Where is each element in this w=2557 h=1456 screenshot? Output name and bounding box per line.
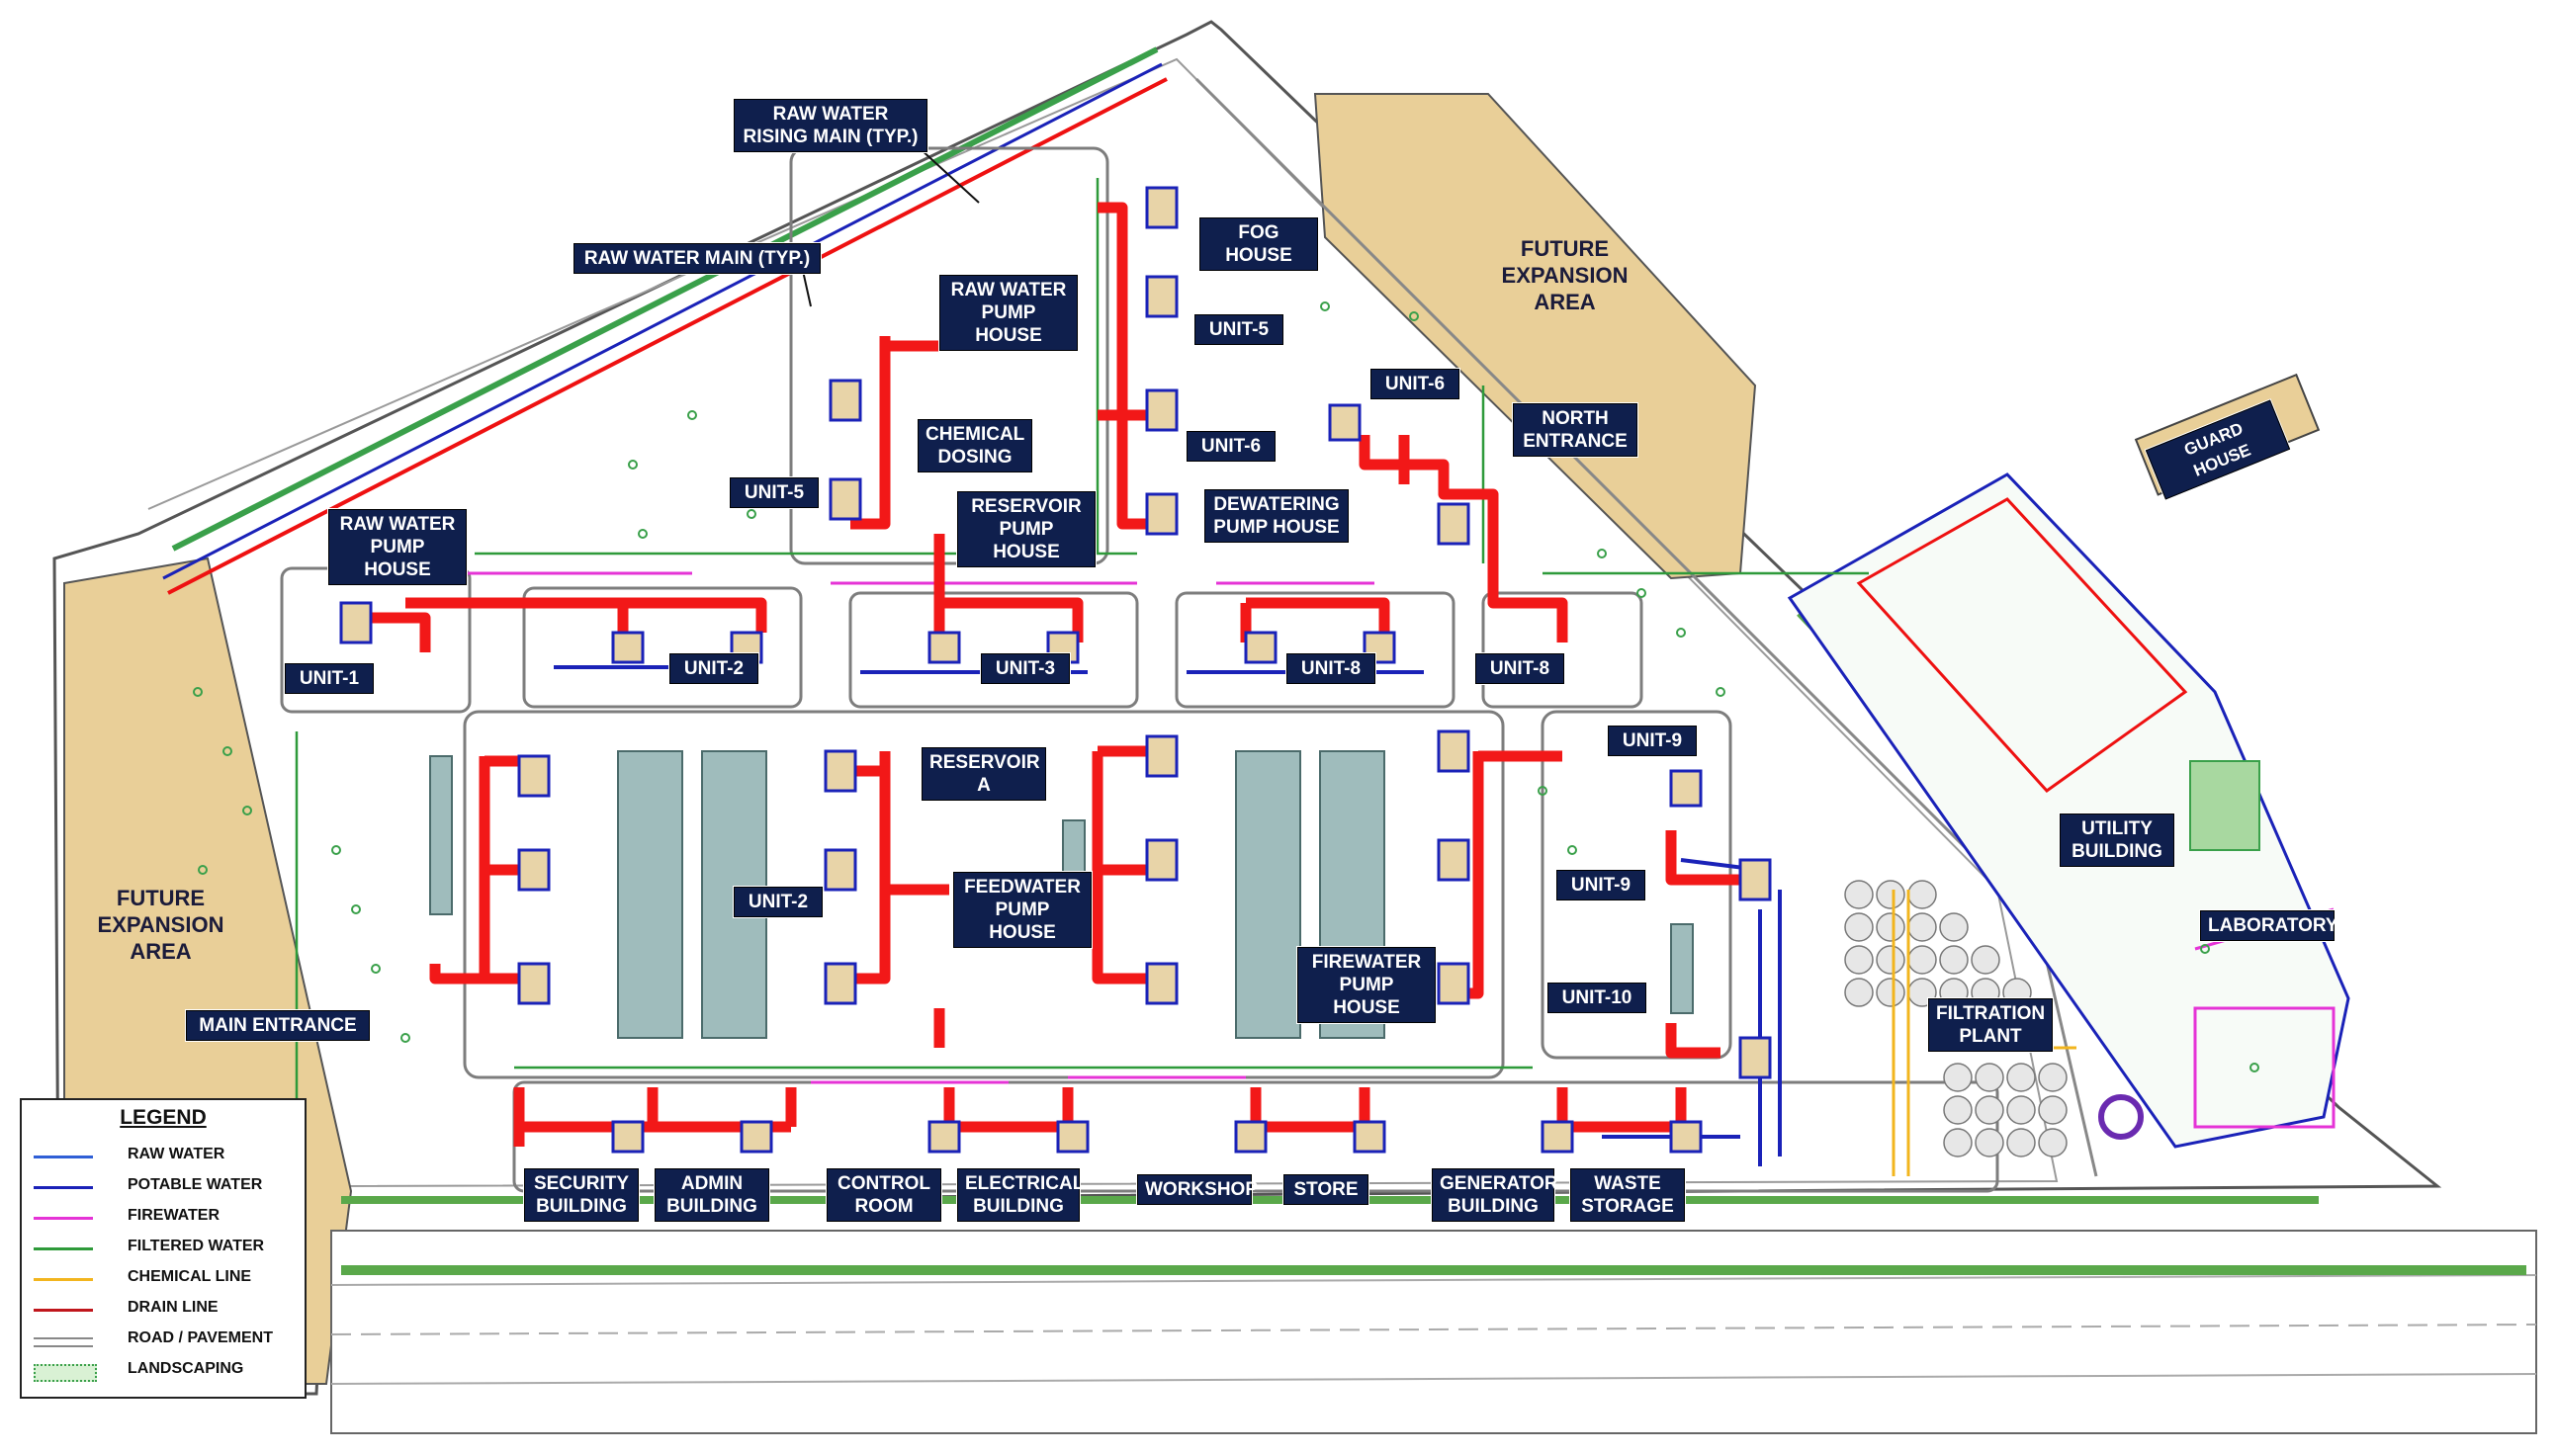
- label-chemical-dosing: CHEMICAL DOSING: [918, 419, 1032, 472]
- landscape-strip: [341, 1265, 2526, 1275]
- legend-box: LEGEND RAW WATER POTABLE WATER FIREWATER FI…: [20, 1098, 307, 1399]
- future-expansion-area-top-label: FUTURE EXPANSION AREA: [1501, 236, 1629, 314]
- road-line: [330, 1373, 2537, 1385]
- label-unit-3: UNIT-3: [981, 653, 1070, 684]
- label-electrical-building: ELECTRICAL BUILDING: [957, 1168, 1084, 1222]
- label-feedwater-pump-house: FEEDWATER PUMP HOUSE: [953, 872, 1092, 948]
- label-laboratory: LABORATORY: [2200, 910, 2338, 941]
- label-reservoir-a: RESERVOIR A: [922, 747, 1046, 801]
- label-store: STORE: [1283, 1174, 1368, 1205]
- legend-symbol: [34, 1278, 93, 1281]
- label-main-entrance: MAIN ENTRANCE: [186, 1010, 370, 1041]
- legend-label: RAW WATER: [128, 1146, 225, 1162]
- clarifier-ring: [2098, 1094, 2144, 1140]
- label-utility-building: UTILITY BUILDING: [2060, 814, 2174, 867]
- utility-zone: [1787, 472, 2350, 1149]
- legend-symbol: [34, 1364, 97, 1382]
- label-unit-8-right: UNIT-8: [1475, 653, 1564, 684]
- label-unit-6-mid: UNIT-6: [1187, 431, 1276, 462]
- label-fog-house: FOG HOUSE: [1199, 217, 1318, 271]
- road-line: [330, 1324, 2537, 1335]
- label-raw-water-pump-house-top: RAW WATER PUMP HOUSE: [939, 275, 1078, 351]
- label-unit-2-mid: UNIT-2: [734, 887, 823, 917]
- utility-building-outline: [1856, 497, 2188, 793]
- landscape-pad: [2189, 760, 2260, 851]
- label-unit-9-mid: UNIT-9: [1556, 870, 1645, 900]
- legend-label: FILTERED WATER: [128, 1238, 265, 1254]
- legend-label: ROAD / PAVEMENT: [128, 1329, 273, 1346]
- inner-boundary: [147, 57, 2059, 1187]
- legend-label: POTABLE WATER: [128, 1176, 263, 1193]
- label-dewatering-pump-house: DEWATERING PUMP HOUSE: [1204, 489, 1349, 543]
- label-generator-building: GENERATOR BUILDING: [1432, 1168, 1558, 1222]
- road-line: [330, 1274, 2537, 1286]
- legend-title: LEGEND: [120, 1106, 207, 1129]
- future-expansion-area-left-label: FUTURE EXPANSION AREA: [97, 886, 224, 964]
- label-workshop: WORKSHOP: [1137, 1174, 1258, 1205]
- legend-label: CHEMICAL LINE: [128, 1268, 252, 1285]
- landscape-strip: [171, 46, 1159, 552]
- raw-water-main-pipe: [167, 77, 1168, 595]
- label-control-room: CONTROL ROOM: [827, 1168, 941, 1222]
- main-red-pipes: [366, 202, 1740, 1147]
- label-unit-10: UNIT-10: [1547, 983, 1646, 1013]
- label-waste-storage: WASTE STORAGE: [1570, 1168, 1685, 1222]
- label-unit-1: UNIT-1: [285, 663, 374, 694]
- legend-symbol: [34, 1217, 93, 1220]
- label-firewater-pump-house: FIREWATER PUMP HOUSE: [1297, 947, 1436, 1023]
- label-raw-water-main: RAW WATER MAIN (TYP.): [573, 243, 821, 274]
- legend-label: DRAIN LINE: [128, 1299, 219, 1316]
- raw-water-main-pipe: [162, 62, 1163, 580]
- label-raw-water-pump-house-left: RAW WATER PUMP HOUSE: [328, 509, 467, 585]
- label-reservoir-pump-house: RESERVOIR PUMP HOUSE: [957, 491, 1096, 567]
- label-raw-water-rising-main: RAW WATER RISING MAIN (TYP.): [734, 99, 927, 152]
- internal-roads: [280, 146, 1999, 1193]
- label-unit-2-top: UNIT-2: [669, 653, 758, 684]
- legend-symbol: [34, 1156, 93, 1158]
- label-north-entrance: NORTH ENTRANCE: [1513, 403, 1637, 457]
- laboratory-outline: [2193, 1006, 2336, 1129]
- label-unit-5-top: UNIT-5: [1194, 314, 1283, 345]
- legend-label: LANDSCAPING: [128, 1360, 244, 1377]
- reservoir-basins: [429, 750, 1694, 1039]
- legend-symbol: [34, 1186, 93, 1189]
- label-unit-9-top: UNIT-9: [1608, 726, 1697, 756]
- label-unit-8-mid: UNIT-8: [1286, 653, 1375, 684]
- legend-label: FIREWATER: [128, 1207, 220, 1224]
- label-unit-6-top: UNIT-6: [1370, 369, 1459, 399]
- label-security-building: SECURITY BUILDING: [524, 1168, 639, 1222]
- legend-symbol: [34, 1247, 93, 1250]
- leader-line: [919, 147, 980, 204]
- future-expansion-area-top: [1313, 93, 1757, 580]
- label-unit-5-left: UNIT-5: [730, 477, 819, 508]
- unit-equipment: [339, 186, 1772, 1154]
- legend-symbol: [34, 1337, 93, 1347]
- label-admin-building: ADMIN BUILDING: [655, 1168, 769, 1222]
- legend-symbol: [34, 1309, 93, 1312]
- filtration-tank-grid: [1844, 880, 2068, 1157]
- label-filtration-plant: FILTRATION PLANT: [1928, 998, 2053, 1052]
